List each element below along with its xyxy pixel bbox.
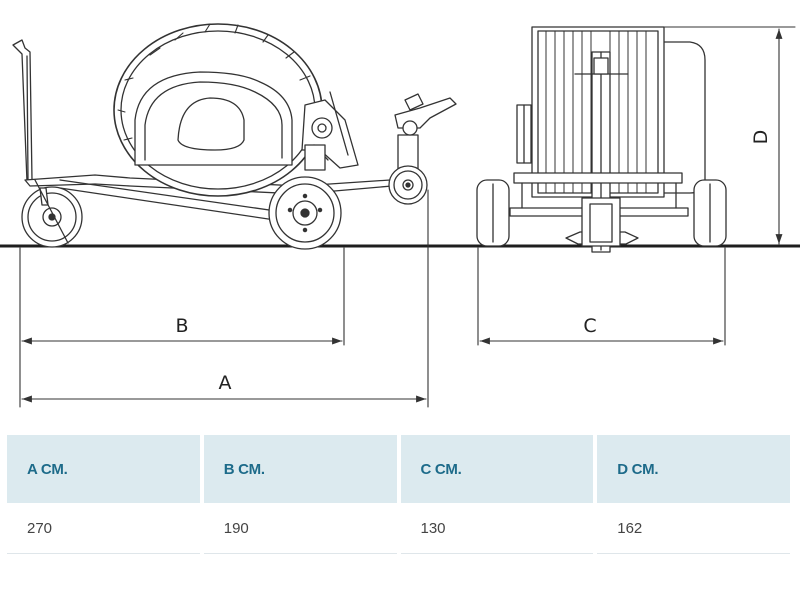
dimension-c-label: C: [583, 315, 597, 337]
table-row: 270 190 130 162: [7, 503, 790, 554]
dimension-d-label: D: [750, 129, 772, 145]
machine-dimension-drawing: [0, 23, 800, 408]
header-d-cm: D CM.: [597, 435, 790, 503]
dimension-a-label: A: [218, 372, 232, 394]
side-view: [12, 23, 457, 250]
value-b-cm: 190: [203, 503, 397, 554]
dimensions-table: A CM. B CM. C CM. D CM. 270 190 130 162: [3, 435, 794, 554]
header-b-cm: B CM.: [203, 435, 397, 503]
value-c-cm: 130: [400, 503, 594, 554]
table-header-row: A CM. B CM. C CM. D CM.: [7, 435, 790, 503]
rear-view: [476, 26, 727, 253]
value-d-cm: 162: [597, 503, 790, 554]
dimension-lines: [19, 26, 796, 408]
value-a-cm: 270: [7, 503, 200, 554]
dimension-b-label: B: [175, 315, 189, 337]
header-c-cm: C CM.: [400, 435, 594, 503]
header-a-cm: A CM.: [7, 435, 200, 503]
